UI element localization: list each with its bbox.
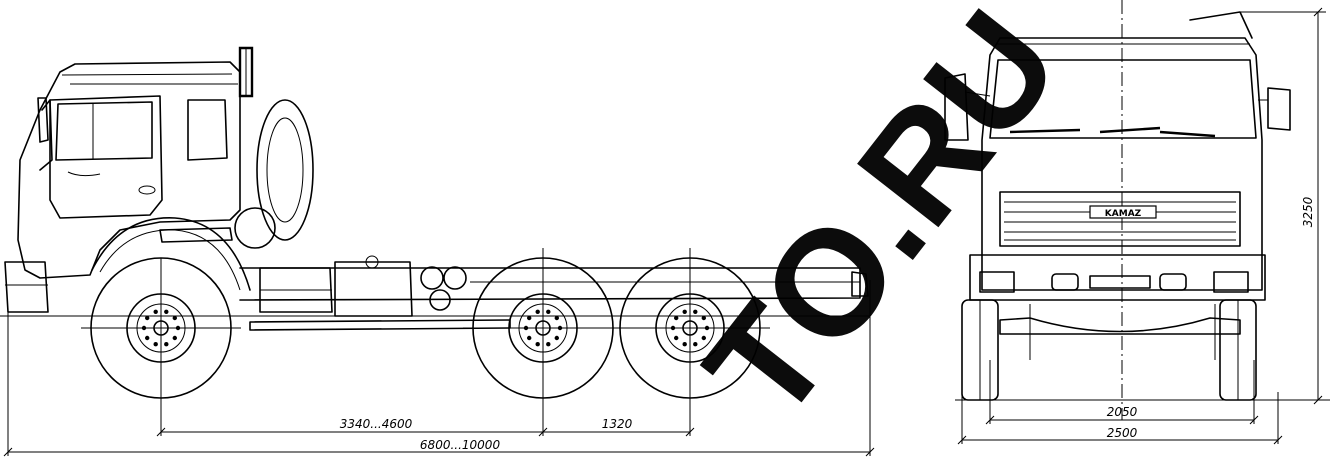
front-mirror-left (944, 73, 969, 141)
dim-track: 2050 (1107, 405, 1138, 419)
dim-overall-width: 2500 (1107, 426, 1138, 440)
front-wheel-arch (91, 217, 251, 291)
cab-window-rear (187, 99, 228, 161)
front-mirror-right (1267, 87, 1291, 131)
grille-badge: KAMAZ (1105, 209, 1142, 219)
dim-overall-height: 3250 (1301, 196, 1315, 227)
fuel-tank (259, 267, 333, 313)
front-bumper (4, 261, 49, 313)
exhaust-stack (238, 46, 254, 98)
air-tank-1 (420, 266, 444, 290)
headlight-right (1213, 271, 1249, 293)
side-mirror (37, 97, 49, 143)
cab-outline (17, 61, 241, 279)
watermark: TO.RU (673, 0, 1091, 450)
front-bumper-front-view (969, 254, 1266, 301)
front-axle (999, 317, 1241, 335)
transfer-case (334, 261, 413, 317)
spare-wheel (256, 99, 314, 241)
grille (999, 191, 1241, 247)
dim-wheelbase-front: 3340...4600 (340, 417, 413, 431)
headlight-left (979, 271, 1015, 293)
dim-wheelbase-rear: 1320 (602, 417, 633, 431)
cab-window-front (55, 101, 153, 161)
cab-door (49, 95, 163, 219)
air-tank-2 (443, 266, 467, 290)
front-view: KAMAZ 2050 2500 3250 (944, 0, 1330, 445)
windshield (989, 59, 1257, 139)
grille-badge-plate (1089, 205, 1157, 219)
dim-overall-length: 6800...10000 (420, 438, 501, 452)
air-filter (234, 207, 276, 249)
side-view: 3340...4600 1320 6800...10000 (0, 46, 875, 457)
chassis-frame (239, 267, 861, 301)
front-cab-outline (981, 37, 1263, 291)
